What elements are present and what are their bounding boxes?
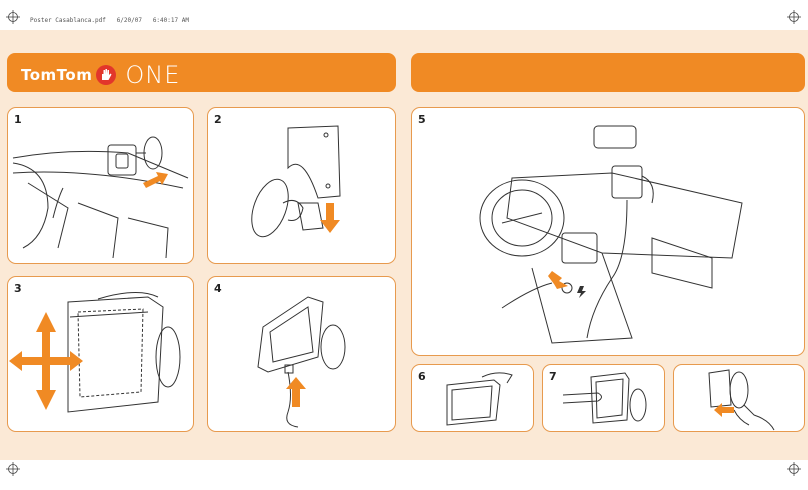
step-number: 5 [418,113,426,126]
release-illustration [708,369,775,431]
dashboard-mount-illustration [12,136,189,259]
cable-connect-illustration [257,296,346,428]
product-name: ONE [125,61,181,89]
hand-device-illustration [562,372,647,424]
power-icon [577,286,586,298]
tomtom-hand-logo-icon [96,65,117,85]
step-number: 6 [418,370,426,383]
step-3-panel: 3 [7,276,194,432]
device-adjust-illustration [9,292,181,413]
right-banner [411,53,805,92]
registration-mark-icon [6,10,20,24]
step-5-panel: 5 [411,107,805,356]
step-8-panel [673,364,805,432]
step-number: 3 [14,282,22,295]
brand-banner: TomTom ONE [7,53,396,92]
registration-mark-icon [787,10,801,24]
step-7-panel: 7 [542,364,665,432]
power-button-illustration [446,372,513,426]
step-2-panel: 2 [207,107,396,264]
mount-attach-illustration [251,125,341,238]
step-number: 7 [549,370,557,383]
step-4-panel: 4 [207,276,396,432]
step-number: 1 [14,113,22,126]
step-1-panel: 1 [7,107,194,264]
step-number: 4 [214,282,222,295]
brand-logo: TomTom ONE [21,61,180,89]
step-6-panel: 6 [411,364,534,432]
brand-wordmark: TomTom [21,66,93,84]
car-install-illustration [479,125,743,344]
step-number: 2 [214,113,222,126]
registration-mark-icon [787,462,801,476]
print-header: Poster Casablanca.pdf 6/20/07 6:40:17 AM [30,17,189,24]
registration-mark-icon [6,462,20,476]
